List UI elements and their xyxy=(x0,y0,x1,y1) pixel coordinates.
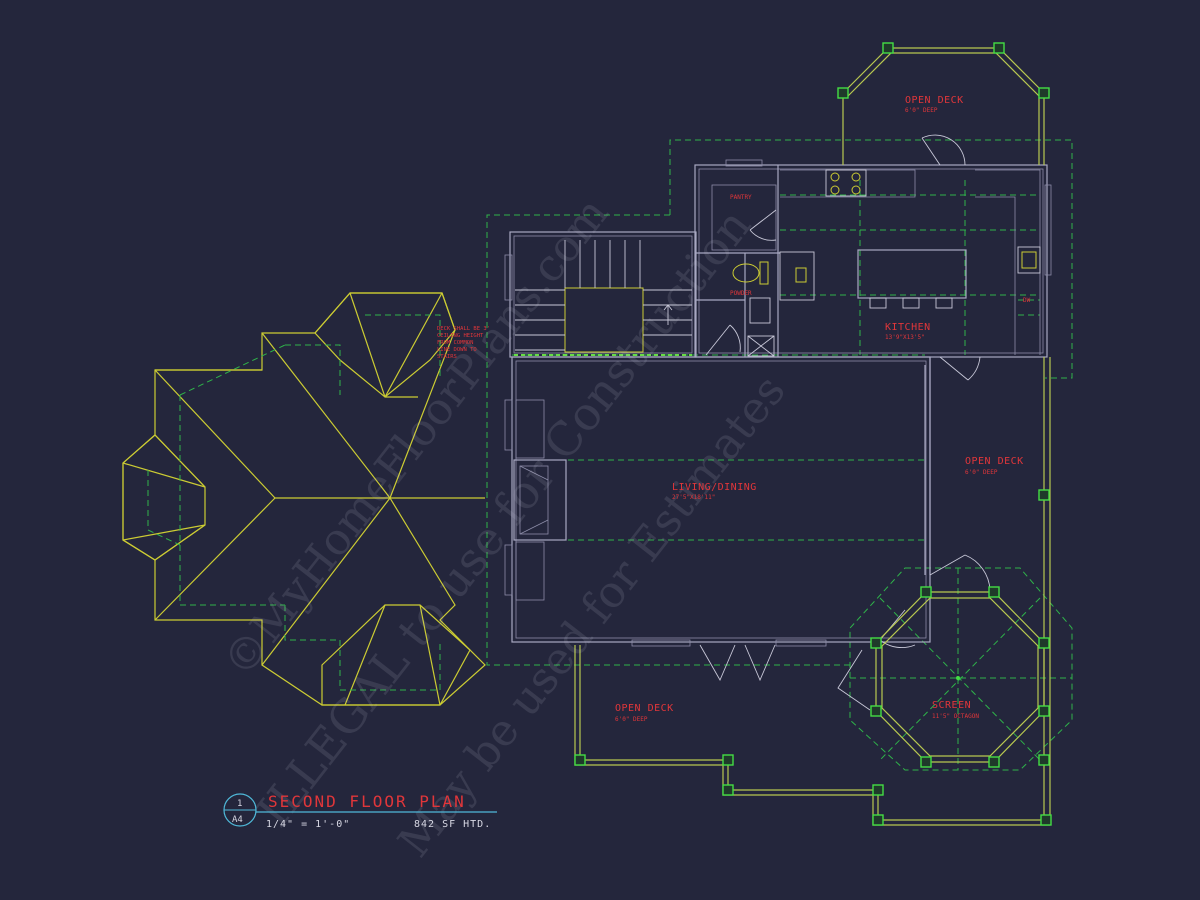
room-label-screen: SCREEN xyxy=(932,700,971,711)
deck-note-line: DECK SHALL BE 3' xyxy=(437,326,490,332)
room-label-pantry: PANTRY xyxy=(730,194,752,201)
heated-area: 842 SF HTD. xyxy=(414,819,491,830)
drawing-scale: 1/4" = 1'-0" xyxy=(266,819,350,830)
room-labels: OPEN DECK 6'0" DEEP PANTRY POWDER KITCHE… xyxy=(615,95,1031,723)
label-dishwasher: DW xyxy=(1023,297,1031,304)
room-label-living-dining: LIVING/DINING xyxy=(672,482,757,493)
detail-number: 1 xyxy=(237,799,242,809)
room-dim-living-dining: 27'5"X18'11" xyxy=(672,494,715,501)
stairs xyxy=(514,240,692,356)
room-dim-screen: 11'5" OCTAGON xyxy=(932,713,979,720)
walls xyxy=(504,159,1052,647)
drawing-title: SECOND FLOOR PLAN xyxy=(268,792,466,811)
room-label-open-deck-bottom: OPEN DECK xyxy=(615,703,674,714)
title-block: 1 A4 SECOND FLOOR PLAN 1/4" = 1'-0" 842 … xyxy=(223,792,497,830)
room-label-kitchen: KITCHEN xyxy=(885,322,931,333)
roof-plan xyxy=(122,292,486,706)
room-label-open-deck-top: OPEN DECK xyxy=(905,95,964,106)
deck-note: DECK SHALL BE 3' CEILING HEIGHT FROM COM… xyxy=(437,326,490,360)
deck-note-line: CEILING HEIGHT xyxy=(437,333,484,339)
deck-note-line: LINE DOWN TO xyxy=(437,347,477,353)
fixtures xyxy=(699,134,1041,711)
room-dim-open-deck-right: 6'0" DEEP xyxy=(965,469,998,476)
deck-note-line: STAIRS xyxy=(437,354,457,360)
room-label-powder: POWDER xyxy=(730,290,752,297)
deck-note-line: FROM COMMON xyxy=(437,340,473,346)
room-label-open-deck-right: OPEN DECK xyxy=(965,456,1024,467)
room-dim-kitchen: 13'9"X13'5" xyxy=(885,334,925,341)
room-dim-open-deck-bottom: 6'0" DEEP xyxy=(615,716,648,723)
deck-posts xyxy=(574,42,1052,826)
room-dim-open-deck-top: 6'0" DEEP xyxy=(905,107,938,114)
hidden-lines xyxy=(147,139,1073,771)
sheet-number: A4 xyxy=(232,815,243,825)
